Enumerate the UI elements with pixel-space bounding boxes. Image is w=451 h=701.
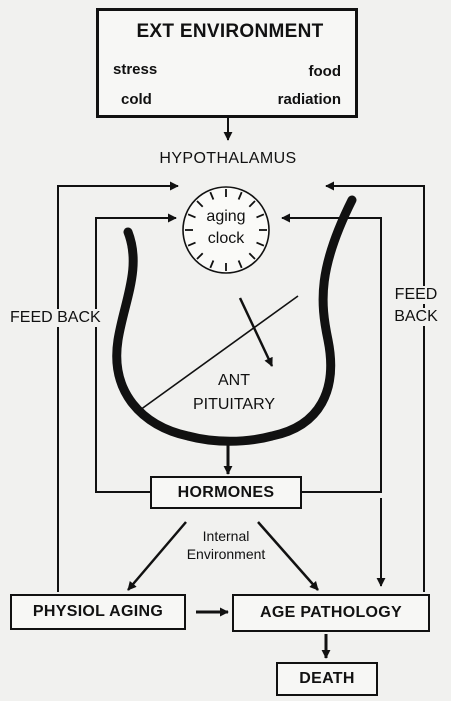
ant-pituitary-label-line2: PITUITARY — [193, 396, 275, 414]
feedback-left-label: FEED BACK — [8, 309, 103, 327]
age-pathology-box: AGE PATHOLOGY — [232, 594, 430, 632]
hypothalamus-label: HYPOTHALAMUS — [159, 150, 296, 168]
outer-feedback-right-line — [326, 186, 424, 592]
death-label: DEATH — [299, 670, 354, 688]
arrow-clock-to-pituitary — [240, 298, 272, 366]
ext-environment-box: EXT ENVIRONMENT stress food cold radiati… — [96, 8, 358, 118]
physiol-aging-label: PHYSIOL AGING — [33, 603, 163, 621]
factor-stress: stress — [113, 61, 157, 78]
arrow-hormones-to-age-pathology — [258, 522, 318, 590]
arrow-hormones-to-physiol-aging — [128, 522, 186, 590]
feedback-right-label-line2: BACK — [394, 308, 438, 326]
hormones-label: HORMONES — [178, 484, 275, 502]
death-box: DEATH — [276, 662, 378, 696]
ext-environment-title: EXT ENVIRONMENT — [136, 21, 323, 43]
hormones-box: HORMONES — [150, 476, 302, 509]
ant-pituitary-label-line1: ANT — [218, 372, 250, 390]
internal-environment-label-line1: Internal — [203, 528, 250, 544]
age-pathology-label: AGE PATHOLOGY — [260, 604, 402, 622]
factor-cold: cold — [121, 91, 152, 108]
internal-environment-label-line2: Environment — [187, 546, 266, 562]
aging-clock-label-line2: clock — [208, 230, 244, 248]
physiol-aging-box: PHYSIOL AGING — [10, 594, 186, 630]
aging-clock-label-line1: aging — [206, 208, 245, 226]
outer-feedback-left-line — [58, 186, 178, 592]
pituitary-diagonal-line — [140, 296, 298, 410]
factor-radiation: radiation — [278, 91, 341, 108]
feedback-right-label-line1: FEED — [395, 286, 438, 304]
factor-food: food — [309, 63, 341, 80]
